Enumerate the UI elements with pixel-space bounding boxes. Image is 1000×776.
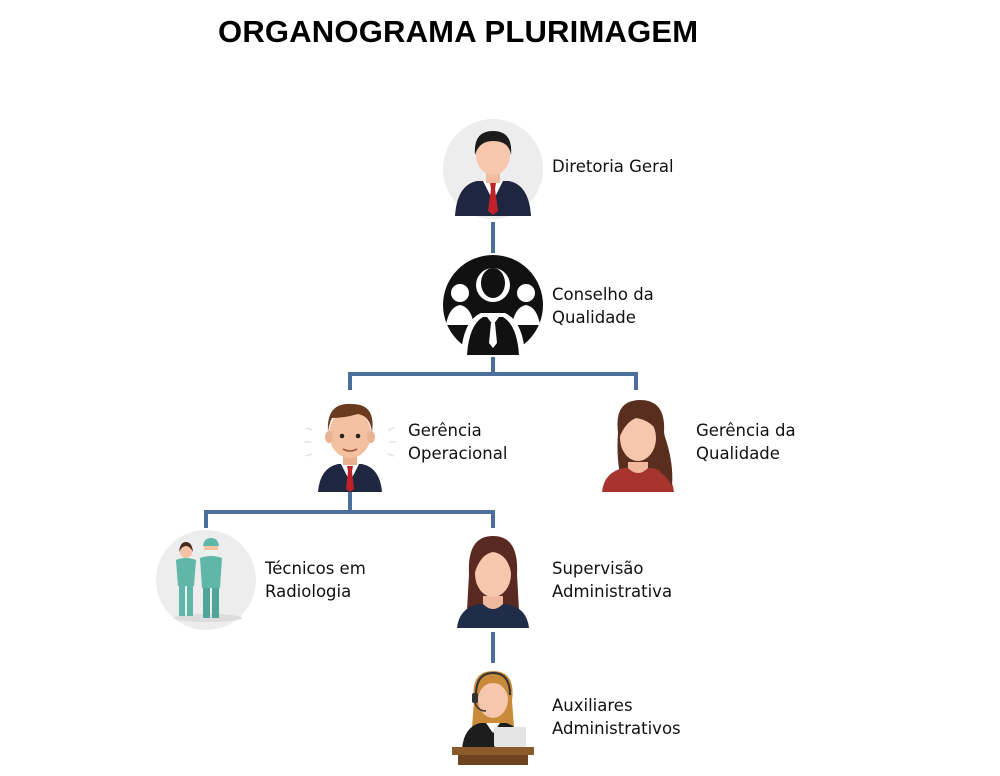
chart-title: ORGANOGRAMA PLURIMAGEM <box>218 14 699 49</box>
label-conselho-qualidade: Conselho da Qualidade <box>552 285 654 327</box>
label-gerencia-qualidade: Gerência da Qualidade <box>696 421 796 463</box>
woman-avatar-icon <box>602 400 674 492</box>
manager-avatar-icon <box>304 403 396 492</box>
label-auxiliares-administrativos: Auxiliares Administrativos <box>552 696 681 738</box>
label-gerencia-operacional: Gerência Operacional <box>408 421 508 463</box>
receptionist-icon <box>452 671 534 765</box>
label-supervisao-administrativa: Supervisão Administrativa <box>552 559 673 601</box>
label-diretoria-geral: Diretoria Geral <box>552 157 674 176</box>
medical-staff-icon <box>156 530 256 630</box>
woman-avatar-icon <box>457 536 529 628</box>
group-board-icon <box>443 255 543 355</box>
label-tecnicos-radiologia: Técnicos em Radiologia <box>265 559 366 601</box>
executive-avatar-icon <box>443 119 543 219</box>
